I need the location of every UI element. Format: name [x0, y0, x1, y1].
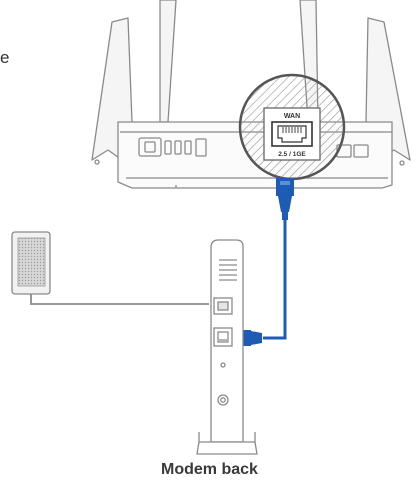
wan-label: WAN	[284, 113, 300, 120]
modem	[196, 239, 258, 455]
power-port	[138, 137, 162, 157]
partial-leading-text: e	[0, 48, 10, 67]
modem-caption: Modem back	[161, 461, 258, 478]
wan-port-magnifier: WAN 2.5 / 1GE	[238, 73, 346, 181]
power-adapter	[11, 231, 209, 305]
lan-port-2	[353, 144, 369, 158]
wan-speed-label: 2.5 / 1GE	[278, 151, 306, 158]
antenna-back-left	[159, 0, 177, 123]
ethernet-port-icon	[217, 331, 229, 343]
